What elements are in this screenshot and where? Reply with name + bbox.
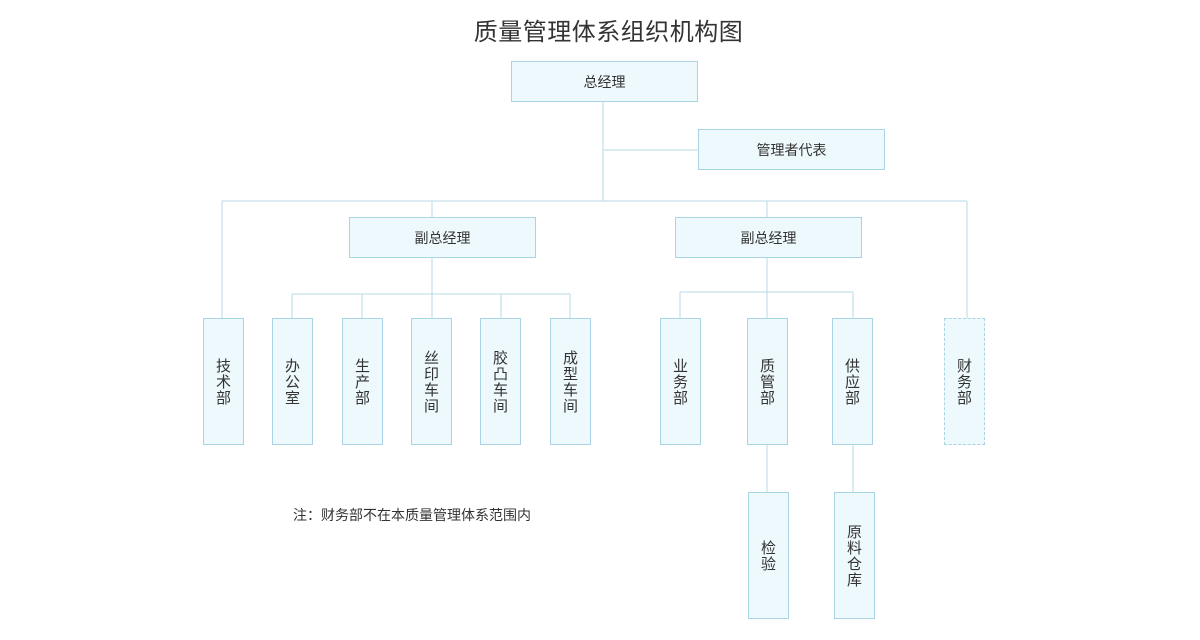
node-tech-dept-label: 技术部 <box>215 356 231 407</box>
node-raw-material-warehouse: 原料仓库 <box>834 492 875 619</box>
node-deputy-gm-right: 副总经理 <box>675 217 862 258</box>
node-silk-print-workshop-label: 丝印车间 <box>423 348 439 415</box>
chart-title: 质量管理体系组织机构图 <box>473 18 744 46</box>
node-general-manager-label: 总经理 <box>583 74 626 91</box>
node-forming-workshop-label: 成型车间 <box>562 348 578 415</box>
node-inspection: 检验 <box>748 492 789 619</box>
node-inspection-label: 检验 <box>760 538 776 573</box>
node-finance-dept: 财务部 <box>944 318 985 445</box>
node-supply-dept-label: 供应部 <box>844 356 860 407</box>
node-offset-workshop: 胶凸车间 <box>480 318 521 445</box>
node-deputy-gm-left: 副总经理 <box>349 217 536 258</box>
node-quality-dept-label: 质管部 <box>759 356 775 407</box>
node-production-dept: 生产部 <box>342 318 383 445</box>
node-management-representative-label: 管理者代表 <box>756 142 827 159</box>
node-office: 办公室 <box>272 318 313 445</box>
node-management-representative: 管理者代表 <box>698 129 885 170</box>
node-office-label: 办公室 <box>284 356 300 407</box>
node-raw-material-warehouse-label: 原料仓库 <box>846 522 862 589</box>
node-sales-dept-label: 业务部 <box>672 356 688 407</box>
node-deputy-gm-right-label: 副总经理 <box>740 230 797 247</box>
node-supply-dept: 供应部 <box>832 318 873 445</box>
node-offset-workshop-label: 胶凸车间 <box>492 348 508 415</box>
node-forming-workshop: 成型车间 <box>550 318 591 445</box>
node-sales-dept: 业务部 <box>660 318 701 445</box>
node-tech-dept: 技术部 <box>203 318 244 445</box>
node-general-manager: 总经理 <box>511 61 698 102</box>
node-silk-print-workshop: 丝印车间 <box>411 318 452 445</box>
node-finance-dept-label: 财务部 <box>956 356 972 407</box>
node-quality-dept: 质管部 <box>747 318 788 445</box>
node-production-dept-label: 生产部 <box>354 356 370 407</box>
node-deputy-gm-left-label: 副总经理 <box>414 230 471 247</box>
scope-note: 注：财务部不在本质量管理体系范围内 <box>293 508 531 524</box>
